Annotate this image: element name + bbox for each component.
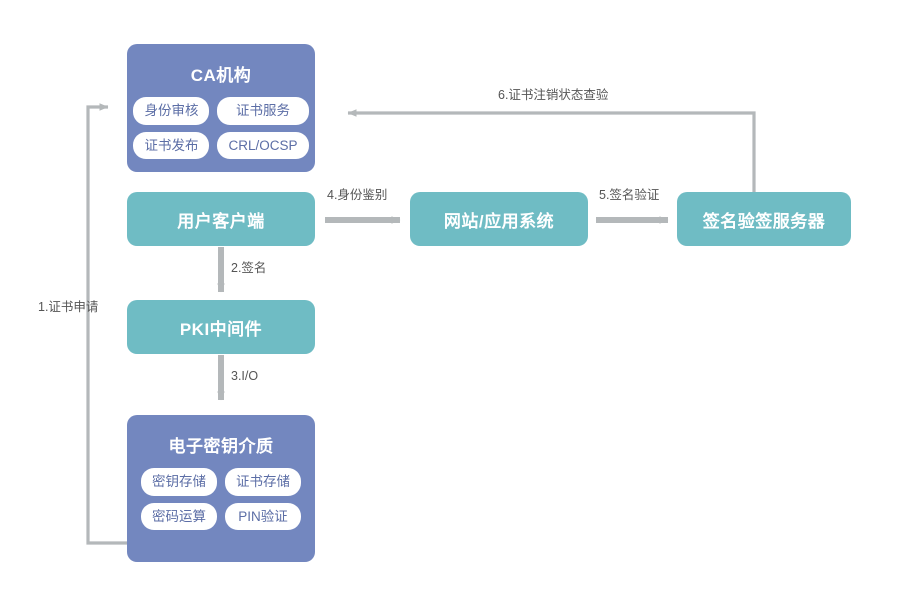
node-user-client-title: 用户客户端 <box>177 211 265 231</box>
node-pki-middleware[interactable]: PKI中间件 <box>127 300 315 354</box>
pill-identity-review[interactable]: 身份审核 <box>133 97 210 125</box>
edge-label-certificate-application: 1.证书申请 <box>38 300 99 314</box>
pill-crypto-operation[interactable]: 密码运算 <box>141 502 217 530</box>
node-signature-server-title: 签名验签服务器 <box>702 211 826 231</box>
edge-label-signature-verification: 5.签名验证 <box>599 188 660 202</box>
node-ca[interactable]: CA机构 身份审核 证书服务 证书发布 CRL/OCSP <box>127 44 315 172</box>
node-ca-title: CA机构 <box>190 66 252 85</box>
edge-certificate-application <box>86 103 128 545</box>
node-user-client[interactable]: 用户客户端 <box>127 192 315 246</box>
pill-certificate-publish[interactable]: 证书发布 <box>133 131 210 159</box>
edge-label-revocation-status-check: 6.证书注销状态查验 <box>498 88 609 102</box>
pill-pin-verification[interactable]: PIN验证 <box>225 502 301 530</box>
pill-certificate-service[interactable]: 证书服务 <box>217 97 309 125</box>
node-key-media[interactable]: 电子密钥介质 密钥存储 证书存储 密码运算 PIN验证 <box>127 415 315 562</box>
pill-certificate-storage[interactable]: 证书存储 <box>225 468 301 496</box>
edge-label-io: 3.I/O <box>231 369 259 383</box>
node-key-media-items: 密钥存储 证书存储 密码运算 PIN验证 <box>141 468 301 530</box>
node-website-application-title: 网站/应用系统 <box>443 211 555 231</box>
node-ca-items: 身份审核 证书服务 证书发布 CRL/OCSP <box>133 97 309 159</box>
edge-label-signature: 2.签名 <box>231 261 267 275</box>
node-key-media-title: 电子密钥介质 <box>168 437 274 456</box>
pill-key-storage[interactable]: 密钥存储 <box>141 468 217 496</box>
pill-crl-ocsp[interactable]: CRL/OCSP <box>217 131 309 159</box>
node-website-application[interactable]: 网站/应用系统 <box>410 192 588 246</box>
node-signature-server[interactable]: 签名验签服务器 <box>677 192 851 246</box>
edge-label-identity-authentication: 4.身份鉴别 <box>327 188 388 202</box>
edge-revocation-status-check <box>347 109 756 192</box>
node-pki-middleware-title: PKI中间件 <box>179 319 263 339</box>
